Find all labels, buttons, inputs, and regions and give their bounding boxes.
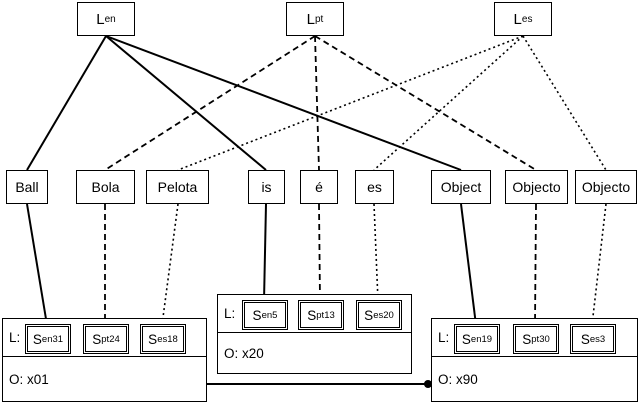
entity-x20-object: O: x20 <box>224 345 264 361</box>
sense-sup: 31 <box>52 333 64 345</box>
word-node-pelota: Pelota <box>146 170 209 204</box>
entity-x01-object-row: O: x01 <box>3 357 206 401</box>
sense-sup: 3 <box>599 333 606 345</box>
sense-sub: es <box>373 309 384 321</box>
entity-x20-label: L: <box>224 306 236 321</box>
language-word-edge <box>373 35 524 171</box>
entity-x01-label: L: <box>9 330 21 345</box>
entity-x90-object: O: x90 <box>438 371 478 387</box>
word-sense-edge <box>318 203 321 302</box>
sense-base: S <box>32 331 42 347</box>
sense-sup: 30 <box>539 333 550 345</box>
sense-sup: 13 <box>324 309 335 321</box>
word-sense-edge <box>591 203 607 326</box>
sense-base: S <box>580 331 590 347</box>
sense-sup: 19 <box>481 333 493 345</box>
word-node-e: é <box>300 170 338 204</box>
entity-x01-object: O: x01 <box>9 371 49 387</box>
sense-base: S <box>364 307 374 323</box>
language-word-edge <box>522 35 607 171</box>
entity-x90-label: L: <box>438 330 450 345</box>
word-sense-edge <box>263 203 267 302</box>
word-node-objecto-es: Objecto <box>575 170 637 204</box>
sense-sub: es <box>589 333 600 345</box>
language-node-pt-base: L <box>306 10 315 28</box>
language-word-edge <box>314 35 537 171</box>
word-pelota-label: Pelota <box>157 179 198 195</box>
word-node-objecto-pt: Objecto <box>505 170 568 204</box>
word-e-label: é <box>315 179 323 195</box>
sense-sub: es <box>157 333 168 345</box>
sense-sub: en <box>261 309 273 321</box>
sense-sub: en <box>41 333 53 345</box>
word-sense-edge <box>534 203 537 326</box>
word-sense-edge <box>161 203 179 326</box>
sense-sup: 24 <box>109 333 120 345</box>
sense-base: S <box>307 307 317 323</box>
word-node-bola: Bola <box>76 170 135 204</box>
sense-sup: 18 <box>167 333 178 345</box>
entity-x20-object-row: O: x20 <box>218 333 411 373</box>
word-es-label: es <box>367 179 382 195</box>
word-node-is: is <box>248 170 285 204</box>
sense-sup: 5 <box>272 309 278 321</box>
language-word-edge <box>314 35 320 171</box>
sense-sub: pt <box>531 333 540 345</box>
language-word-edge <box>26 35 107 171</box>
sense-base: S <box>252 307 262 323</box>
word-node-es: es <box>355 170 394 204</box>
word-objecto-es-label: Objecto <box>581 179 631 195</box>
language-word-edge <box>104 35 316 171</box>
language-node-pt-sub: pt <box>315 13 324 25</box>
sense-sup: 20 <box>383 309 394 321</box>
word-objecto-pt-label: Objecto <box>512 179 561 195</box>
word-object-label: Object <box>440 179 482 195</box>
word-ball-label: Ball <box>15 179 39 195</box>
word-sense-edge <box>373 203 379 302</box>
word-sense-edge <box>26 203 48 326</box>
sense-base: S <box>92 331 102 347</box>
word-node-ball: Ball <box>6 170 48 204</box>
word-bola-label: Bola <box>91 179 120 195</box>
sense-base: S <box>148 331 158 347</box>
language-word-edge <box>105 35 462 171</box>
sense-sub: pt <box>316 309 325 321</box>
language-word-edge <box>105 35 267 171</box>
language-node-es-sub: es <box>521 13 533 25</box>
language-word-edge <box>177 35 524 171</box>
language-node-es-base: L <box>513 10 522 28</box>
sense-sub: pt <box>101 333 110 345</box>
sense-base: S <box>522 331 532 347</box>
sense-sub: en <box>470 333 482 345</box>
word-node-object: Object <box>431 170 491 204</box>
language-node-en-base: L <box>96 10 105 28</box>
word-is-label: is <box>261 179 272 195</box>
word-sense-edge <box>460 203 477 326</box>
language-node-en-sub: en <box>104 13 116 25</box>
sense-base: S <box>461 331 471 347</box>
relation-endpoint-dot <box>424 380 432 388</box>
entity-x90-object-row: O: x90 <box>432 357 637 401</box>
